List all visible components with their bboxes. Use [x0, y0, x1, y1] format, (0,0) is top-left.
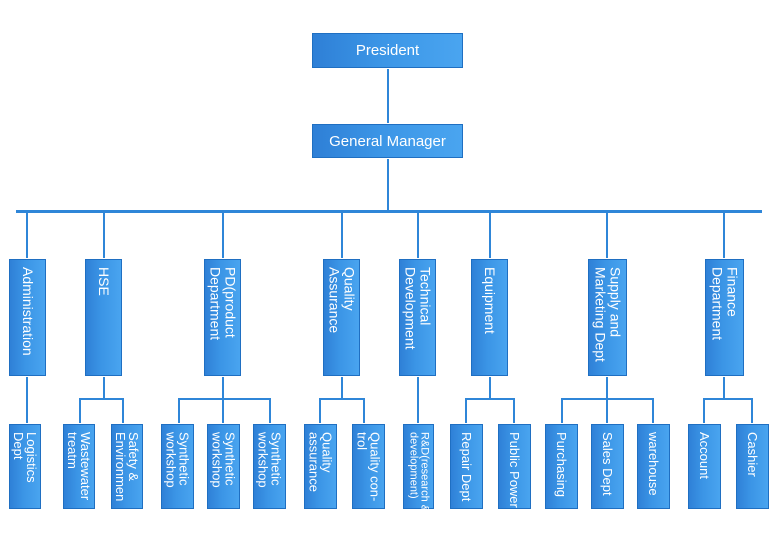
dept-finance: Finance Department — [704, 258, 745, 377]
drop-finance — [723, 212, 725, 260]
supply-stem — [606, 376, 608, 400]
finance-bar — [703, 398, 753, 400]
sub-public-power: Public Power — [497, 423, 532, 510]
sub-label: Repair Dept — [459, 432, 474, 502]
equip-drop-2 — [513, 398, 515, 424]
sub-synthetic-workshop-2: Synthetic workshop — [206, 423, 241, 510]
sub-label: Synthetic workshop — [163, 432, 192, 488]
sub-label: Quality assurance — [306, 432, 335, 492]
dept-hse: HSE — [84, 258, 123, 377]
drop-administration — [26, 212, 28, 260]
dept-quality-assurance: Quality Assurance — [322, 258, 361, 377]
qa-bar — [319, 398, 365, 400]
dept-technical-development: Technical Development — [398, 258, 437, 377]
sub-synthetic-workshop-1: Synthetic workshop — [160, 423, 195, 510]
sub-wastewater: Wastewater treatm — [62, 423, 96, 510]
dept-administration: Administration — [8, 258, 47, 377]
supply-drop-1 — [561, 398, 563, 424]
finance-drop-2 — [751, 398, 753, 424]
dept-supply-marketing: Supply and Marketing Dept — [587, 258, 628, 377]
sub-label: Cashier — [745, 432, 760, 477]
finance-stem — [723, 376, 725, 400]
general-manager-label: General Manager — [329, 132, 446, 150]
president-label: President — [355, 42, 420, 59]
hse-bar — [79, 398, 124, 400]
equip-stem — [489, 376, 491, 400]
sub-repair-dept: Repair Dept — [449, 423, 484, 510]
sub-quality-assurance: Quality assurance — [303, 423, 338, 510]
dept-label: Supply and Marketing Dept — [592, 267, 624, 362]
sub-label: Synthetic workshop — [255, 432, 284, 488]
dept-label: PD(product Department — [207, 267, 239, 341]
dept-label: HSE — [96, 267, 112, 296]
dept-equipment: Equipment — [470, 258, 509, 377]
sub-label: Account — [697, 432, 712, 479]
qa-drop-1 — [319, 398, 321, 424]
sub-sales-dept: Sales Dept — [590, 423, 625, 510]
general-manager-box: General Manager — [311, 123, 464, 159]
sub-cashier: Cashier — [735, 423, 770, 510]
pd-bar — [178, 398, 271, 400]
drop-equipment — [489, 212, 491, 260]
connector-president-manager — [387, 68, 389, 124]
pd-drop-1 — [178, 398, 180, 424]
dept-label: Technical Development — [402, 267, 434, 350]
dept-pd: PD(product Department — [203, 258, 242, 377]
tech-child-line — [417, 376, 419, 424]
sub-label: Sales Dept — [600, 432, 615, 496]
finance-drop-1 — [703, 398, 705, 424]
sub-label: Quality con- trol — [354, 432, 383, 502]
equip-bar — [465, 398, 515, 400]
president-box: President — [311, 32, 464, 69]
drop-quality — [341, 212, 343, 260]
dept-label: Administration — [20, 267, 36, 356]
drop-hse — [103, 212, 105, 260]
equip-drop-1 — [465, 398, 467, 424]
pd-stem — [222, 376, 224, 400]
sub-purchasing: Purchasing — [544, 423, 579, 510]
admin-child-line — [26, 376, 28, 424]
sub-label: Synthetic workshop — [209, 432, 238, 488]
sub-label: Public Power — [507, 432, 522, 508]
sub-quality-control: Quality con- trol — [351, 423, 386, 510]
dept-label: Finance Department — [709, 267, 741, 341]
qa-stem — [341, 376, 343, 400]
hse-drop-1 — [79, 398, 81, 424]
hse-stem — [103, 376, 105, 400]
pd-drop-2 — [222, 398, 224, 424]
sub-label: Logistics Dept — [11, 432, 39, 483]
dept-label: Quality Assurance — [326, 267, 358, 334]
sub-safety-environment: Safety & Environmen — [110, 423, 144, 510]
sub-label: warehouse — [646, 432, 661, 496]
sub-label: Wastewater treatm — [65, 432, 93, 501]
sub-logistics-dept: Logistics Dept — [8, 423, 42, 510]
sub-label: Purchasing — [554, 432, 569, 498]
pd-drop-3 — [269, 398, 271, 424]
drop-technical — [417, 212, 419, 260]
qa-drop-2 — [363, 398, 365, 424]
sub-account: Account — [687, 423, 722, 510]
supply-drop-3 — [652, 398, 654, 424]
drop-supply — [606, 212, 608, 260]
sub-rnd: R&D(research & development) — [402, 423, 435, 510]
drop-pd — [222, 212, 224, 260]
department-bus-line — [16, 210, 762, 213]
sub-warehouse: warehouse — [636, 423, 671, 510]
dept-label: Equipment — [482, 267, 498, 334]
sub-label: Safety & Environmen — [113, 432, 141, 502]
hse-drop-2 — [122, 398, 124, 424]
sub-synthetic-workshop-3: Synthetic workshop — [252, 423, 287, 510]
sub-label: R&D(research & development) — [407, 432, 431, 510]
supply-drop-2 — [606, 398, 608, 424]
connector-manager-bus — [387, 158, 389, 212]
